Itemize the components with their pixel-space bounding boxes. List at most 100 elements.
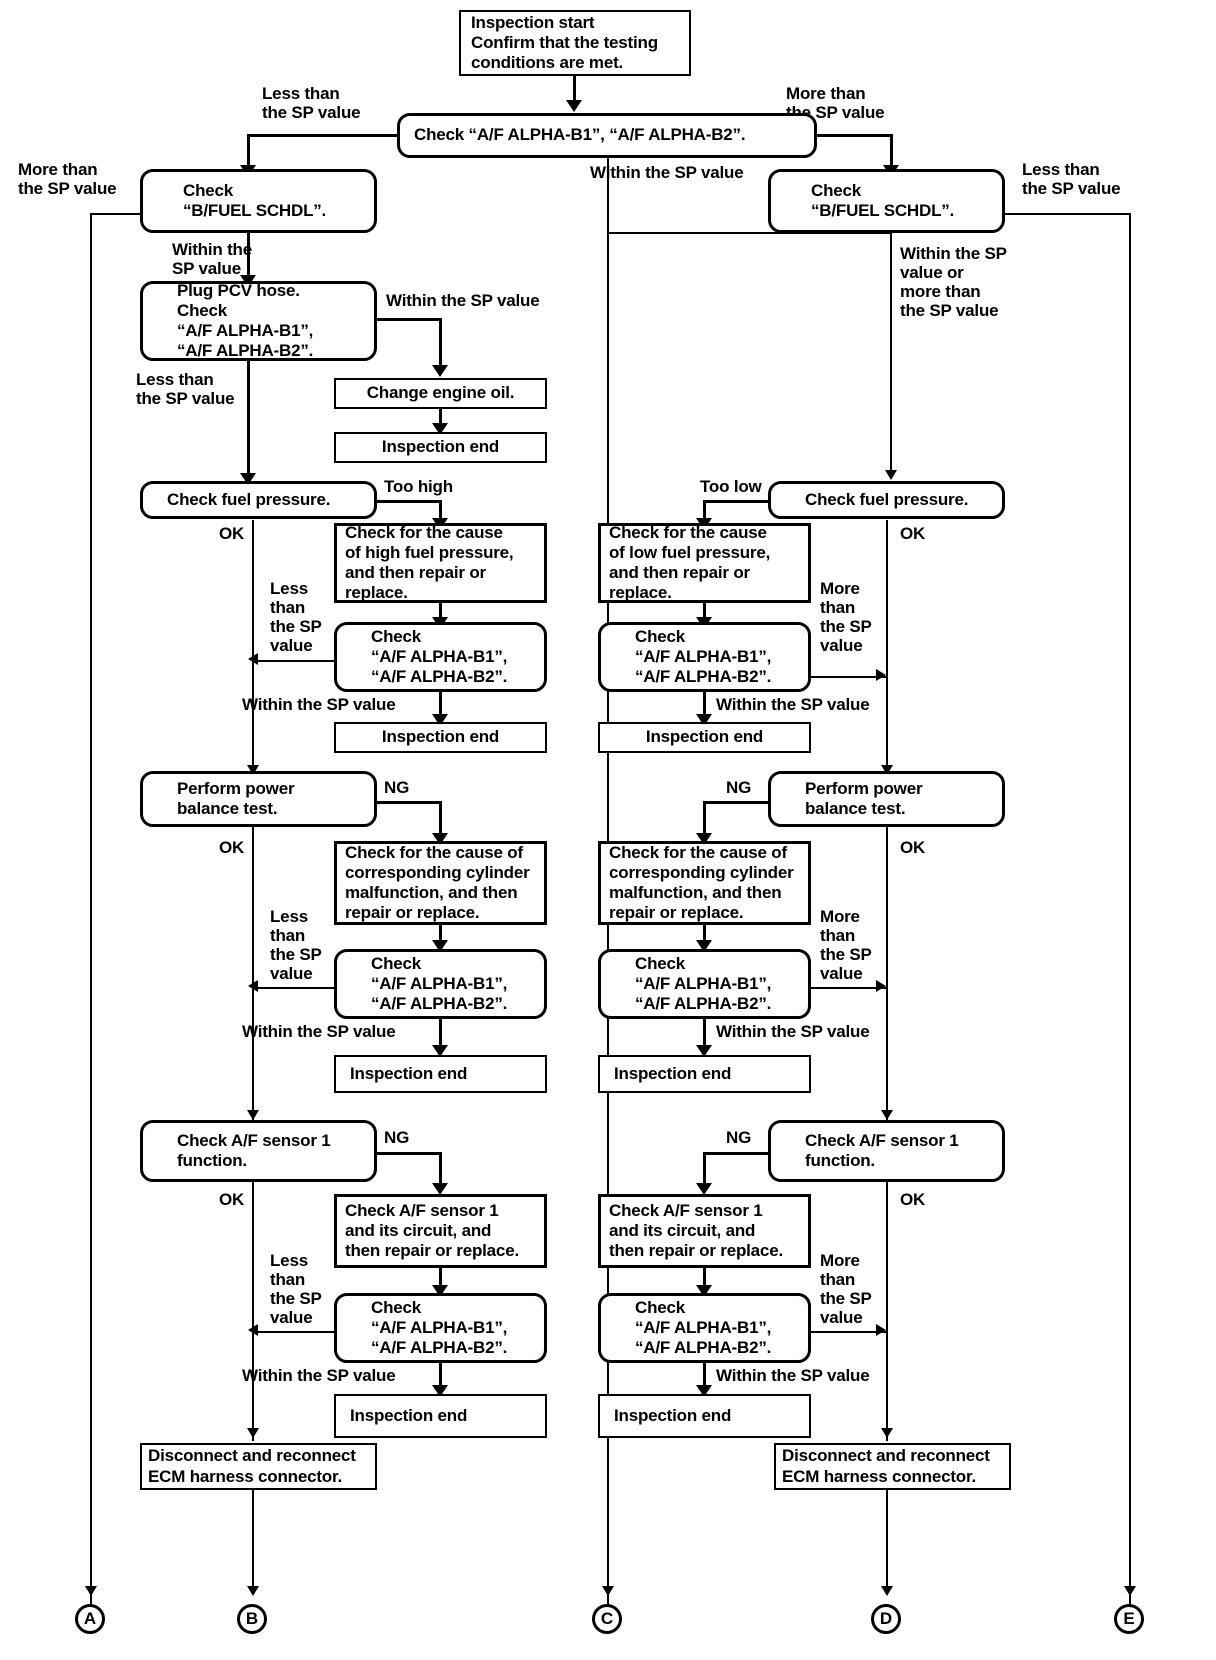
edge-ok-trunk-l3 <box>252 1175 254 1441</box>
edge-lowcause-to-alphaR1 <box>703 602 706 620</box>
arrow-rbfuel-to-fpr <box>885 470 897 480</box>
label-more-stack-r1: More than the SP value <box>820 579 872 656</box>
label-less-stack-l2: Less than the SP value <box>270 907 322 984</box>
arrow-alphaL2-to-okcol <box>248 980 258 992</box>
edge-start-to-checkalpha <box>573 76 576 102</box>
edge-afcircuitR-to-alphaR3 <box>703 1268 706 1288</box>
label-too-high: Too high <box>384 477 453 496</box>
node-inspection-end-2: Inspection end <box>334 722 547 753</box>
node-check-alpha-top: Check “A/F ALPHA-B1”, “A/F ALPHA-B2”. <box>397 113 817 158</box>
label-ng-r2: NG <box>726 1128 752 1147</box>
label-within-center: Within the SP value <box>590 163 744 182</box>
arrow-terminal-d <box>881 1586 893 1596</box>
node-inspection-end-1: Inspection end <box>334 432 547 463</box>
arrow-alphaR3-to-okcol <box>876 1324 886 1336</box>
terminal-b: B <box>237 1604 267 1634</box>
edge-fpl-right-v <box>439 500 442 522</box>
arrow-alphaL2-to-end4 <box>432 1045 448 1057</box>
edge-highcause-to-alphaL1 <box>439 602 442 620</box>
label-too-low: Too low <box>700 477 762 496</box>
arrow-terminal-c <box>602 1586 614 1596</box>
label-less-far-right: Less than the SP value <box>1022 160 1121 199</box>
edge-farright-v-E <box>1129 213 1131 1605</box>
edge-ok-trunk-r3 <box>886 1175 888 1441</box>
edge-pbl-right-v <box>439 801 442 837</box>
edge-bfuel-to-pcv <box>247 232 250 278</box>
edge-farleft-v-A <box>90 213 92 1605</box>
node-plug-pcv: Plug PCV hose. Check “A/F ALPHA-B1”, “A/… <box>140 281 377 361</box>
edge-oil-to-end1 <box>439 408 442 426</box>
node-af-sensor-right: Check A/F sensor 1 function. <box>768 1120 1005 1182</box>
node-check-alpha-l2: Check “A/F ALPHA-B1”, “A/F ALPHA-B2”. <box>334 949 547 1019</box>
node-check-bfuel-right: Check “B/FUEL SCHDL”. <box>768 169 1005 233</box>
edge-farleft-h <box>90 213 140 215</box>
node-inspection-end-5: Inspection end <box>598 1055 811 1093</box>
edge-alphaL1-to-end2 <box>439 692 442 718</box>
edge-alphaR2-to-end5 <box>703 1019 706 1049</box>
label-within-pcv: Within the SP value <box>386 291 540 310</box>
label-less-stack-l1: Less than the SP value <box>270 579 322 656</box>
label-within-r3: Within the SP value <box>716 1366 870 1385</box>
arrow-afsl-to-circuit <box>432 1183 448 1195</box>
edge-alphaR1-to-end3 <box>703 692 706 718</box>
edge-alphaR3-right-h <box>806 1331 886 1333</box>
edge-alphaR3-to-end7 <box>703 1363 706 1389</box>
arrow-pcv-to-oil <box>432 365 448 377</box>
arrow-afsr-to-circuit <box>696 1183 712 1195</box>
label-less-top-left: Less than the SP value <box>262 84 361 123</box>
label-more-top-right: More than the SP value <box>786 84 885 123</box>
node-power-balance-left: Perform power balance test. <box>140 771 377 827</box>
node-check-alpha-l1: Check “A/F ALPHA-B1”, “A/F ALPHA-B2”. <box>334 622 547 692</box>
node-check-fuel-pressure-right: Check fuel pressure. <box>768 481 1005 519</box>
terminal-c: C <box>592 1604 622 1634</box>
node-check-fuel-pressure-left: Check fuel pressure. <box>140 481 377 519</box>
edge-ecm-to-terminal-d <box>886 1490 888 1590</box>
edge-pcv-right-h <box>376 318 442 321</box>
node-power-balance-right: Perform power balance test. <box>768 771 1005 827</box>
edge-afsr-left-h <box>703 1152 769 1155</box>
edge-alphaL1-left-h <box>258 660 338 662</box>
label-ng-l2: NG <box>384 1128 410 1147</box>
arrow-ok-to-ecm-left <box>247 1428 259 1438</box>
edge-alphaL2-to-end4 <box>439 1019 442 1049</box>
label-more-stack-r3: More than the SP value <box>820 1251 872 1328</box>
edge-alphaL3-to-end6 <box>439 1363 442 1389</box>
arrow-start-to-checkalpha <box>566 100 582 112</box>
node-cause-cylinder-right: Check for the cause of corresponding cyl… <box>598 841 811 925</box>
edge-cylcauseR-to-alphaR2 <box>703 925 706 943</box>
node-inspection-end-7: Inspection end <box>598 1394 811 1438</box>
edge-alphaR2-right-h <box>806 987 886 989</box>
node-check-bfuel-left: Check “B/FUEL SCHDL”. <box>140 169 377 233</box>
edge-afsr-left-v <box>703 1152 706 1186</box>
label-ok-r1: OK <box>900 524 926 543</box>
node-cause-cylinder-left: Check for the cause of corresponding cyl… <box>334 841 547 925</box>
arrow-alphaL3-to-okcol <box>248 1324 258 1336</box>
node-inspection-end-4: Inspection end <box>334 1055 547 1093</box>
edge-topleft-v <box>247 134 250 168</box>
node-ecm-left: Disconnect and reconnect ECM harness con… <box>140 1443 377 1490</box>
arrow-terminal-a <box>85 1586 97 1596</box>
node-af-circuit-right: Check A/F sensor 1 and its circuit, and … <box>598 1194 811 1268</box>
edge-afcircuit-to-alphaL3 <box>439 1268 442 1288</box>
node-ecm-right: Disconnect and reconnect ECM harness con… <box>774 1443 1011 1490</box>
edge-fpr-left-h <box>703 500 769 503</box>
edge-farright-h <box>1004 213 1131 215</box>
arrow-alphaR2-to-end5 <box>696 1045 712 1057</box>
edge-ok-trunk-l2 <box>252 824 254 1121</box>
node-check-alpha-l3: Check “A/F ALPHA-B1”, “A/F ALPHA-B2”. <box>334 1293 547 1363</box>
edge-fpl-right-h <box>376 500 442 503</box>
edge-pbr-left-h <box>703 801 769 804</box>
edge-rbfuel-to-fpr <box>890 232 892 476</box>
node-cause-high-fuel-pressure: Check for the cause of high fuel pressur… <box>334 523 547 603</box>
edge-rightbfuel-to-center <box>607 232 890 234</box>
arrow-terminal-b <box>247 1586 259 1596</box>
node-af-circuit-left: Check A/F sensor 1 and its circuit, and … <box>334 1194 547 1268</box>
edge-ok-trunk-r2 <box>886 824 888 1121</box>
node-inspection-end-3: Inspection end <box>598 722 811 753</box>
label-within-l1: Within the SP value <box>242 695 396 714</box>
edge-alphaL3-left-h <box>258 1331 338 1333</box>
label-ng-l1: NG <box>384 778 410 797</box>
label-within-r1: Within the SP value <box>716 695 870 714</box>
edge-topleft-h <box>247 134 399 137</box>
edge-fpr-left-v <box>703 500 706 522</box>
